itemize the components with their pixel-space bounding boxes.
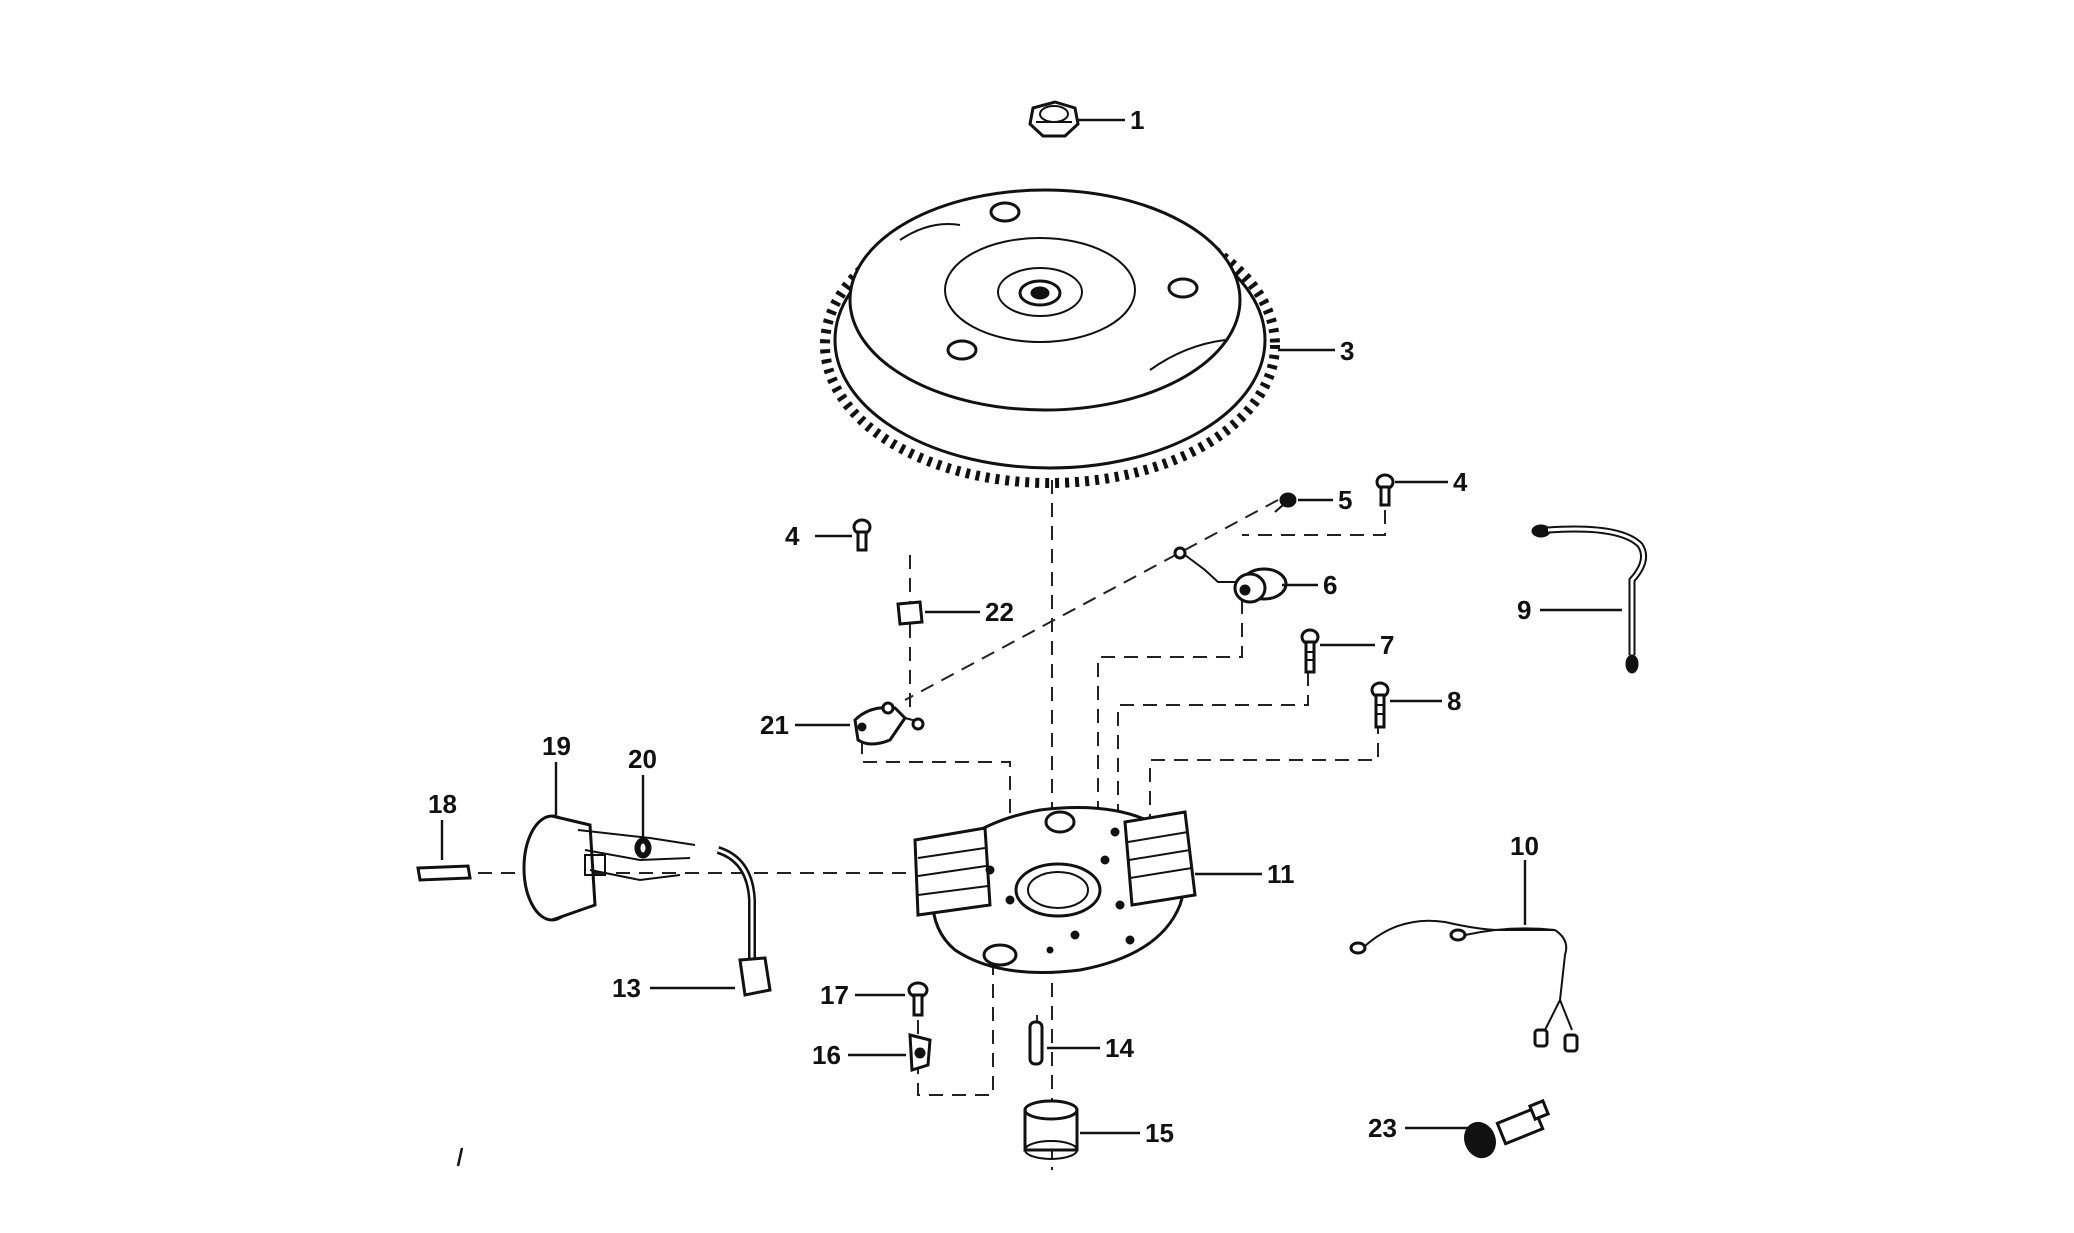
callout-13: 13: [612, 973, 641, 1003]
part-14-key: [1028, 1020, 1044, 1066]
callout-8: 8: [1447, 686, 1461, 716]
callout-10: 10: [1510, 831, 1539, 861]
part-19-ignition-coil: [522, 814, 696, 922]
callout-18: 18: [428, 789, 457, 819]
callout-11: 11: [1267, 859, 1295, 889]
callout-5: 5: [1338, 485, 1352, 515]
callout-22: 22: [985, 597, 1014, 627]
callout-14: 14: [1105, 1033, 1134, 1063]
callout-9: 9: [1517, 595, 1531, 625]
callout-1: 1: [1130, 105, 1144, 135]
part-8-screw: [1370, 681, 1390, 729]
callout-20: 20: [628, 744, 657, 774]
callout-4-right: 4: [1453, 467, 1468, 497]
part-9-wire-lead: [1531, 524, 1648, 674]
callout-6: 6: [1323, 570, 1337, 600]
callout-15: 15: [1145, 1118, 1174, 1148]
part-15-bushing: [1023, 1099, 1079, 1160]
callout-4-left: 4: [785, 521, 800, 551]
callout-7: 7: [1380, 630, 1394, 660]
callout-23: 23: [1368, 1113, 1397, 1143]
part-18-clip: [416, 864, 472, 882]
callout-3: 3: [1340, 336, 1354, 366]
part-5-screw: [1274, 492, 1297, 513]
part-1-nut: [1028, 100, 1080, 138]
part-16-clamp: [908, 1033, 932, 1073]
part-23-switch: [1464, 1098, 1551, 1159]
callout-19: 19: [542, 731, 571, 761]
callout-numbers: 1 3 4 4 5 6 7 8 9 10 11 13 14 15 16 17 1…: [428, 105, 1539, 1148]
part-6-condenser: [1173, 546, 1288, 604]
part-17-screw: [907, 981, 929, 1017]
stray-mark: [456, 1147, 464, 1167]
part-4-screw-left: [852, 518, 872, 552]
part-11-stator-plate: [913, 806, 1197, 974]
part-20-grommet: [634, 837, 652, 859]
part-22-pad: [896, 600, 924, 626]
part-10-wire-harness: [1349, 919, 1579, 1053]
part-13-spark-lead: [716, 846, 772, 997]
callout-16: 16: [812, 1040, 841, 1070]
callout-leaders: [440, 118, 1622, 1135]
callout-21: 21: [760, 710, 789, 740]
part-3-flywheel: [820, 188, 1280, 488]
part-4-screw-right: [1375, 473, 1395, 507]
callout-17: 17: [820, 980, 849, 1010]
part-7-screw: [1300, 628, 1320, 674]
part-21-breaker-points: [853, 701, 925, 746]
